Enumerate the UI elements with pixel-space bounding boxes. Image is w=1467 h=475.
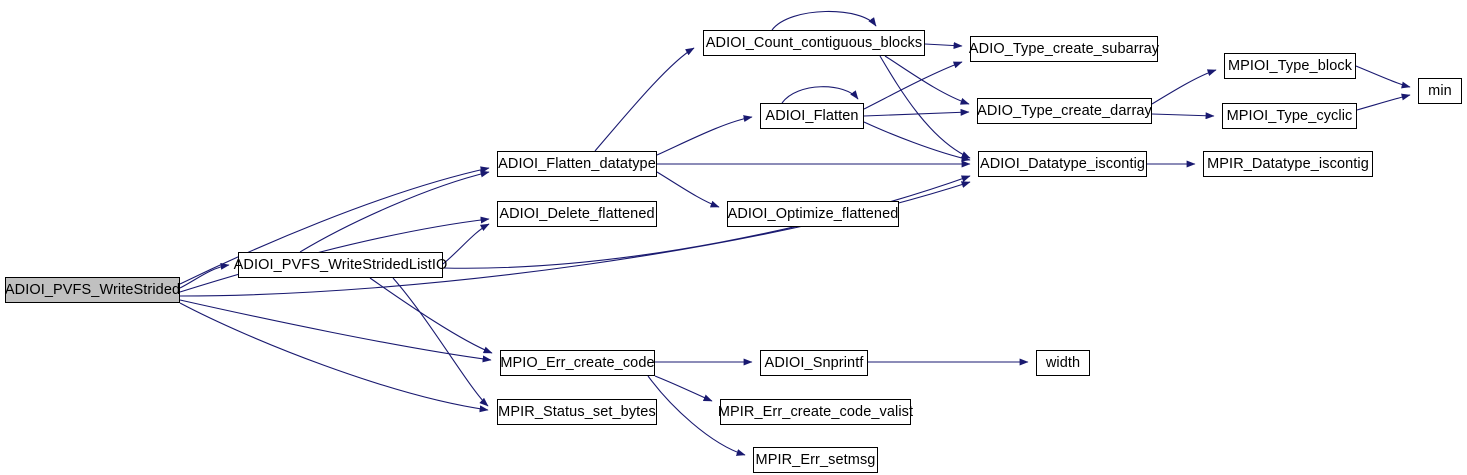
graph-node-label: ADIO_Type_create_darray — [977, 102, 1152, 119]
graph-edge — [879, 55, 971, 159]
graph-node-err_create_code_valist[interactable]: MPIR_Err_create_code_valist — [718, 399, 913, 425]
graph-edge — [369, 277, 493, 354]
graph-node-label: MPIR_Err_setmsg — [755, 451, 876, 468]
graph-edge — [1356, 93, 1411, 111]
graph-node-label: width — [1045, 354, 1081, 371]
graph-edge — [863, 108, 970, 117]
graph-node-label: MPIOI_Type_cyclic — [1226, 107, 1353, 124]
graph-edge — [179, 181, 971, 297]
graph-edge — [863, 61, 963, 110]
graph-node-optimize_flattened[interactable]: ADIOI_Optimize_flattened — [727, 201, 899, 227]
graph-node-mpir_err_setmsg[interactable]: MPIR_Err_setmsg — [753, 447, 878, 473]
graph-node-label: ADIOI_Count_contiguous_blocks — [705, 34, 923, 51]
graph-node-pvfs_writestridedlistio[interactable]: ADIOI_PVFS_WriteStridedListIO — [234, 252, 447, 278]
graph-edge — [781, 86, 859, 104]
graph-node-min[interactable]: min — [1418, 78, 1462, 104]
graph-node-label: MPIO_Err_create_code — [500, 354, 655, 371]
graph-edge — [1151, 112, 1215, 120]
graph-node-datatype_iscontig[interactable]: ADIOI_Datatype_iscontig — [978, 151, 1147, 177]
graph-node-label: ADIOI_Flatten — [765, 107, 859, 124]
graph-edge — [179, 262, 230, 289]
graph-node-label: ADIOI_Snprintf — [764, 354, 864, 371]
graph-node-mpioi_type_cyclic[interactable]: MPIOI_Type_cyclic — [1222, 103, 1357, 129]
graph-node-label: ADIOI_Optimize_flattened — [727, 205, 899, 222]
graph-node-label: ADIOI_Delete_flattened — [499, 205, 655, 222]
graph-node-label: ADIO_Type_create_subarray — [968, 40, 1160, 57]
graph-edge — [656, 115, 753, 156]
graph-edge — [656, 171, 720, 208]
graph-node-width[interactable]: width — [1036, 350, 1090, 376]
graph-node-delete_flattened[interactable]: ADIOI_Delete_flattened — [497, 201, 657, 227]
graph-edge — [863, 121, 971, 162]
graph-node-pvfs_writestrided[interactable]: ADIOI_PVFS_WriteStrided — [5, 277, 180, 303]
graph-node-type_create_subarray[interactable]: ADIO_Type_create_subarray — [969, 36, 1159, 62]
graph-edge — [1355, 65, 1411, 89]
graph-node-type_create_darray[interactable]: ADIO_Type_create_darray — [977, 98, 1152, 124]
graph-node-label: MPIR_Err_create_code_valist — [717, 403, 914, 420]
graph-node-mpioi_type_block[interactable]: MPIOI_Type_block — [1224, 53, 1356, 79]
graph-edge — [1151, 69, 1217, 105]
graph-node-mpio_err_create_code[interactable]: MPIO_Err_create_code — [500, 350, 655, 376]
graph-node-flatten_datatype[interactable]: ADIOI_Flatten_datatype — [497, 151, 657, 177]
graph-edge — [771, 10, 877, 31]
graph-edge — [179, 302, 489, 413]
graph-node-mpir_status_set_bytes[interactable]: MPIR_Status_set_bytes — [497, 399, 657, 425]
graph-edge — [299, 170, 490, 253]
graph-edge — [594, 47, 695, 152]
graph-node-label: ADIOI_PVFS_WriteStridedListIO — [233, 256, 448, 273]
graph-edge — [654, 375, 713, 402]
graph-node-count_contiguous_blocks[interactable]: ADIOI_Count_contiguous_blocks — [703, 30, 925, 56]
graph-edge — [179, 299, 492, 363]
graph-node-label: MPIOI_Type_block — [1227, 57, 1353, 74]
graph-node-label: MPIR_Datatype_iscontig — [1207, 155, 1369, 172]
graph-node-label: MPIR_Status_set_bytes — [498, 403, 656, 420]
graph-edge — [924, 42, 963, 50]
graph-node-label: ADIOI_Flatten_datatype — [498, 155, 656, 172]
graph-node-adioi_snprintf[interactable]: ADIOI_Snprintf — [760, 350, 868, 376]
graph-node-label: min — [1428, 82, 1452, 99]
graph-edge — [392, 277, 489, 407]
graph-node-mpir_datatype_iscontig[interactable]: MPIR_Datatype_iscontig — [1203, 151, 1373, 177]
graph-edge — [884, 55, 970, 105]
graph-node-label: ADIOI_PVFS_WriteStrided — [4, 281, 181, 298]
graph-node-flatten[interactable]: ADIOI_Flatten — [760, 103, 864, 129]
graph-node-label: ADIOI_Datatype_iscontig — [979, 155, 1146, 172]
